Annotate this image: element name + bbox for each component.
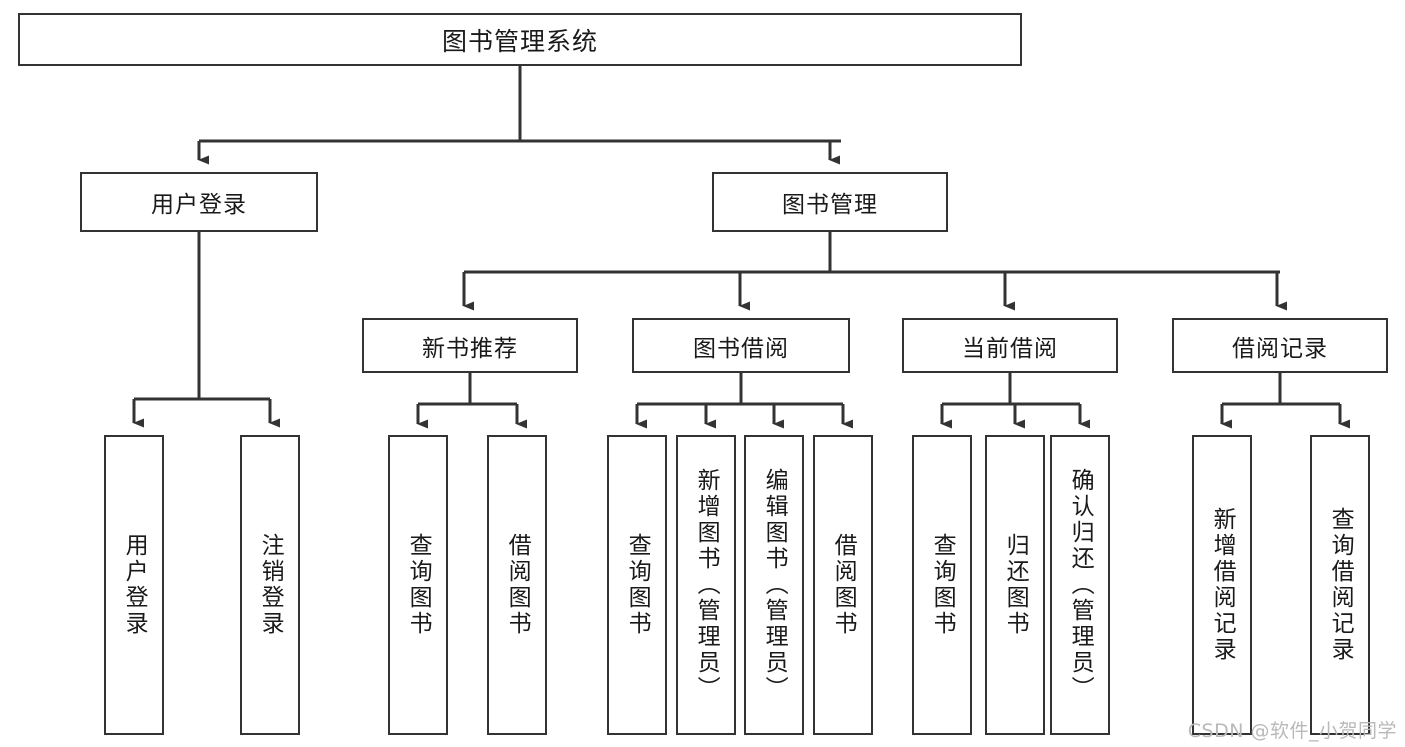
node-leaf-query-book-3-label: 查询图书 — [929, 533, 956, 637]
node-leaf-logout-label: 注销登录 — [257, 533, 284, 637]
node-leaf-confirm-return-label: 确认归还（管理员） — [1067, 468, 1094, 702]
node-leaf-query-record-label: 查询借阅记录 — [1327, 507, 1354, 663]
watermark: CSDN @软件_小贺同学 — [1187, 720, 1397, 742]
node-book-manage-label: 图书管理 — [782, 192, 878, 218]
node-book-borrow[interactable]: 图书借阅 — [632, 318, 850, 373]
node-leaf-borrow-book-2-label: 借阅图书 — [830, 533, 857, 637]
node-leaf-query-record[interactable]: 查询借阅记录 — [1310, 435, 1370, 735]
node-user-login-label: 用户登录 — [151, 192, 247, 218]
node-leaf-borrow-book-1-label: 借阅图书 — [504, 533, 531, 637]
node-borrow-record[interactable]: 借阅记录 — [1172, 318, 1388, 373]
node-leaf-query-book-2-label: 查询图书 — [624, 533, 651, 637]
node-leaf-borrow-book-2[interactable]: 借阅图书 — [813, 435, 873, 735]
node-leaf-confirm-return[interactable]: 确认归还（管理员） — [1050, 435, 1110, 735]
node-book-borrow-label: 图书借阅 — [693, 335, 789, 362]
node-book-manage[interactable]: 图书管理 — [712, 172, 948, 232]
node-leaf-user-login[interactable]: 用户登录 — [104, 435, 164, 735]
node-leaf-query-book-1[interactable]: 查询图书 — [388, 435, 448, 735]
node-current-borrow-label: 当前借阅 — [962, 335, 1058, 362]
node-borrow-record-label: 借阅记录 — [1232, 335, 1328, 362]
node-leaf-add-record-label: 新增借阅记录 — [1209, 507, 1236, 663]
node-leaf-add-book-label: 新增图书（管理员） — [693, 468, 720, 702]
node-leaf-add-book[interactable]: 新增图书（管理员） — [676, 435, 736, 735]
node-leaf-logout[interactable]: 注销登录 — [240, 435, 300, 735]
node-new-book-recommend[interactable]: 新书推荐 — [362, 318, 578, 373]
node-leaf-edit-book-label: 编辑图书（管理员） — [761, 468, 788, 702]
node-leaf-return-book-label: 归还图书 — [1002, 533, 1029, 637]
node-leaf-query-book-3[interactable]: 查询图书 — [912, 435, 972, 735]
node-leaf-query-book-1-label: 查询图书 — [405, 533, 432, 637]
node-user-login[interactable]: 用户登录 — [80, 172, 318, 232]
node-leaf-borrow-book-1[interactable]: 借阅图书 — [487, 435, 547, 735]
node-new-book-recommend-label: 新书推荐 — [422, 335, 518, 362]
node-root-label: 图书管理系统 — [441, 26, 598, 56]
node-leaf-return-book[interactable]: 归还图书 — [985, 435, 1045, 735]
node-leaf-user-login-label: 用户登录 — [121, 533, 148, 637]
node-current-borrow[interactable]: 当前借阅 — [902, 318, 1118, 373]
node-root[interactable]: 图书管理系统 — [18, 13, 1022, 66]
node-leaf-add-record[interactable]: 新增借阅记录 — [1192, 435, 1252, 735]
node-leaf-query-book-2[interactable]: 查询图书 — [607, 435, 667, 735]
node-leaf-edit-book[interactable]: 编辑图书（管理员） — [744, 435, 804, 735]
